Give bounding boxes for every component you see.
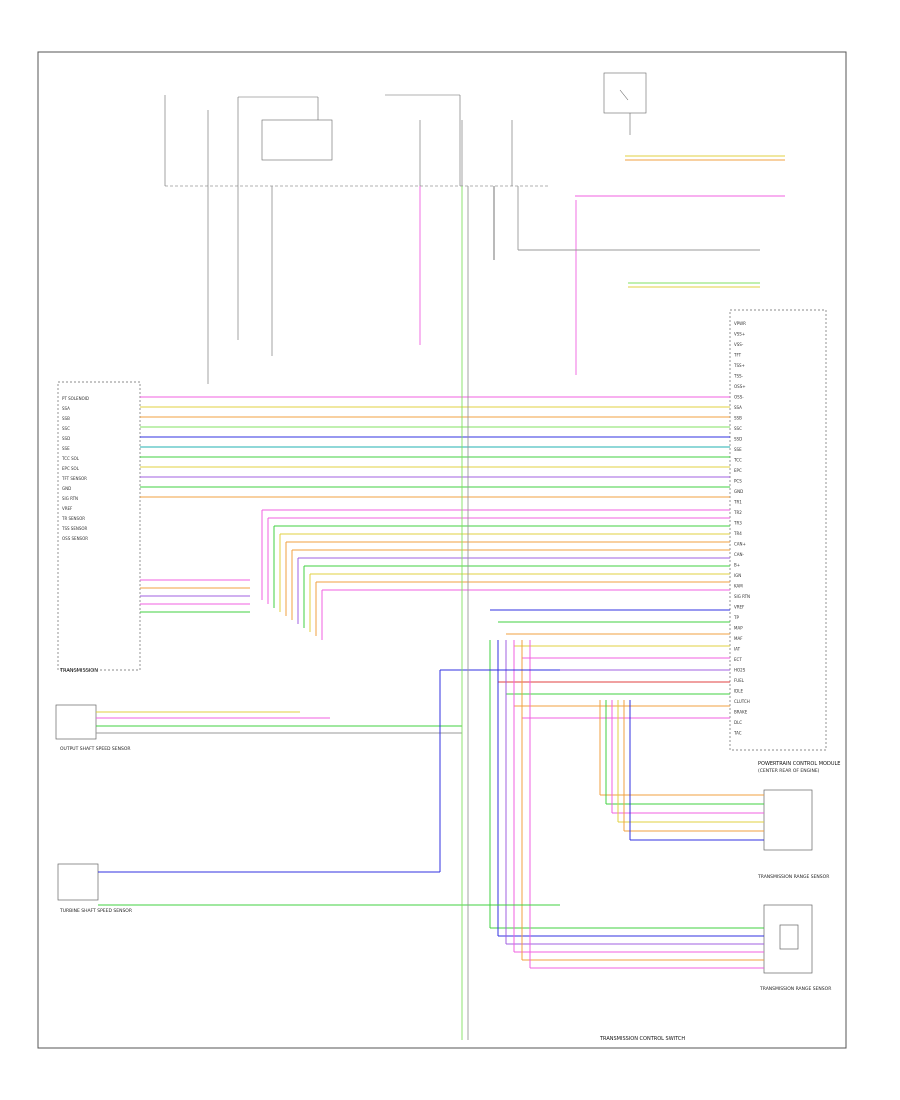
tcm-pin-label: SSB [62, 416, 70, 421]
tcm-pin-label: TR SENSOR [61, 516, 85, 521]
wire-bundle [96, 396, 764, 969]
pcm-pin-label: SSC [734, 426, 742, 431]
pcm-pin-label: PCS [734, 479, 742, 484]
pcm-label: POWERTRAIN CONTROL MODULE [758, 761, 840, 767]
pcm-pin-label: TAC [733, 731, 742, 736]
pcm-pin-label: SSB [734, 416, 742, 421]
pcm-pin-label: TCC [733, 458, 742, 463]
tcm-pin-label: PT SOLENOID [62, 396, 89, 401]
diagram-border [37, 51, 847, 1049]
tcm-label: TRANSMISSION [59, 668, 98, 674]
pcm-pin-label: CLUTCH [734, 699, 750, 704]
tcm-pin-label: VREF [62, 506, 73, 511]
pcm-pin-label: TR3 [733, 521, 742, 526]
top-harness [518, 155, 785, 288]
sensor-boxes [55, 704, 813, 974]
pcm-pin-label: IDLE [734, 689, 743, 694]
pcm-pin-label: CAN+ [734, 542, 746, 547]
pcm-pin-label: VREF [734, 605, 745, 610]
pcm-pin-label: TR2 [733, 510, 742, 515]
tcm-pin-label: TCC SOL [61, 456, 80, 461]
tr-sensor-bottom-label: TRANSMISSION RANGE SENSOR [759, 986, 831, 992]
pcm-pin-label: TSS- [733, 374, 744, 379]
pcm-pin-label: CAN- [734, 552, 745, 557]
pcm-pin-label: TP [733, 615, 739, 620]
pcm-pin-labels: VPWR VSS+ VSS- TFT TSS+ TSS- OSS+ OSS- SSA SSB SSC… [733, 321, 750, 736]
tcm-pin-label: SIG RTN [62, 496, 78, 501]
tcm-pin-label: OSS SENSOR [62, 536, 88, 541]
pcm-pin-label: ECT [734, 657, 742, 662]
pcm-pin-label: DLC [734, 720, 742, 725]
pcm-pin-label: VSS- [734, 342, 744, 347]
pcm-bottom-label: TRANSMISSION CONTROL SWITCH [599, 1036, 685, 1042]
output-shaft-label: OUTPUT SHAFT SPEED SENSOR [60, 746, 131, 752]
pcm-pin-label: FUEL [734, 678, 745, 683]
tcm-pin-labels: PT SOLENOID SSA SSB SSC SSD SSE TCC SOL EPC SOL… [61, 396, 89, 541]
pcm-pin-label: VPWR [734, 321, 746, 326]
pcm-pin-label: MAF [734, 636, 743, 641]
pcm-sub-label: (CENTER REAR OF ENGINE) [758, 768, 820, 774]
pcm-pin-label: OSS+ [734, 384, 746, 389]
pcm-pin-label: VSS+ [734, 332, 745, 337]
tcm-module-outline [57, 381, 141, 671]
pcm-pin-label: B+ [734, 563, 740, 568]
tcm-pin-label: SSD [62, 436, 70, 441]
pcm-pin-label: MAP [734, 626, 743, 631]
vertical-trunks [207, 186, 577, 1040]
tcm-pin-label: GND [62, 486, 71, 491]
pcm-pin-label: TFT [733, 353, 742, 358]
turbine-shaft-label: TURBINE SHAFT SPEED SENSOR [59, 908, 132, 914]
tcm-pin-label: SSE [62, 446, 70, 451]
pcm-pin-label: KAM [734, 584, 743, 589]
pcm-pin-label: SIG RTN [734, 594, 750, 599]
pcm-pin-label: BRAKE [734, 710, 748, 715]
pcm-pin-label: TR1 [733, 500, 742, 505]
tcm-pin-label: SSC [62, 426, 70, 431]
tcm-pin-label: SSA [62, 406, 70, 411]
pcm-pin-label: HO2S [734, 668, 746, 673]
pcm-pin-label: TR4 [733, 531, 742, 536]
pcm-pin-label: SSA [734, 405, 742, 410]
pcm-pin-label: TSS+ [733, 363, 745, 368]
range-sensor-label: TRANSMISSION RANGE SENSOR [757, 874, 829, 880]
pcm-pin-label: IAT [734, 647, 741, 652]
pcm-pin-label: SSD [734, 437, 742, 442]
fuse-box [164, 94, 548, 187]
tcm-pin-label: EPC SOL [62, 466, 80, 471]
relay-box [603, 72, 647, 135]
pcm-pin-label: OSS- [734, 395, 744, 400]
pcm-pin-label: EPC [734, 468, 742, 473]
tcm-pin-label: TFT SENSOR [61, 476, 87, 481]
pcm-module-outline [729, 309, 827, 751]
pcm-pin-label: SSE [734, 447, 742, 452]
pcm-pin-label: GND [734, 489, 743, 494]
tcm-pin-label: TSS SENSOR [61, 526, 88, 531]
pcm-pin-label: IGN [734, 573, 741, 578]
